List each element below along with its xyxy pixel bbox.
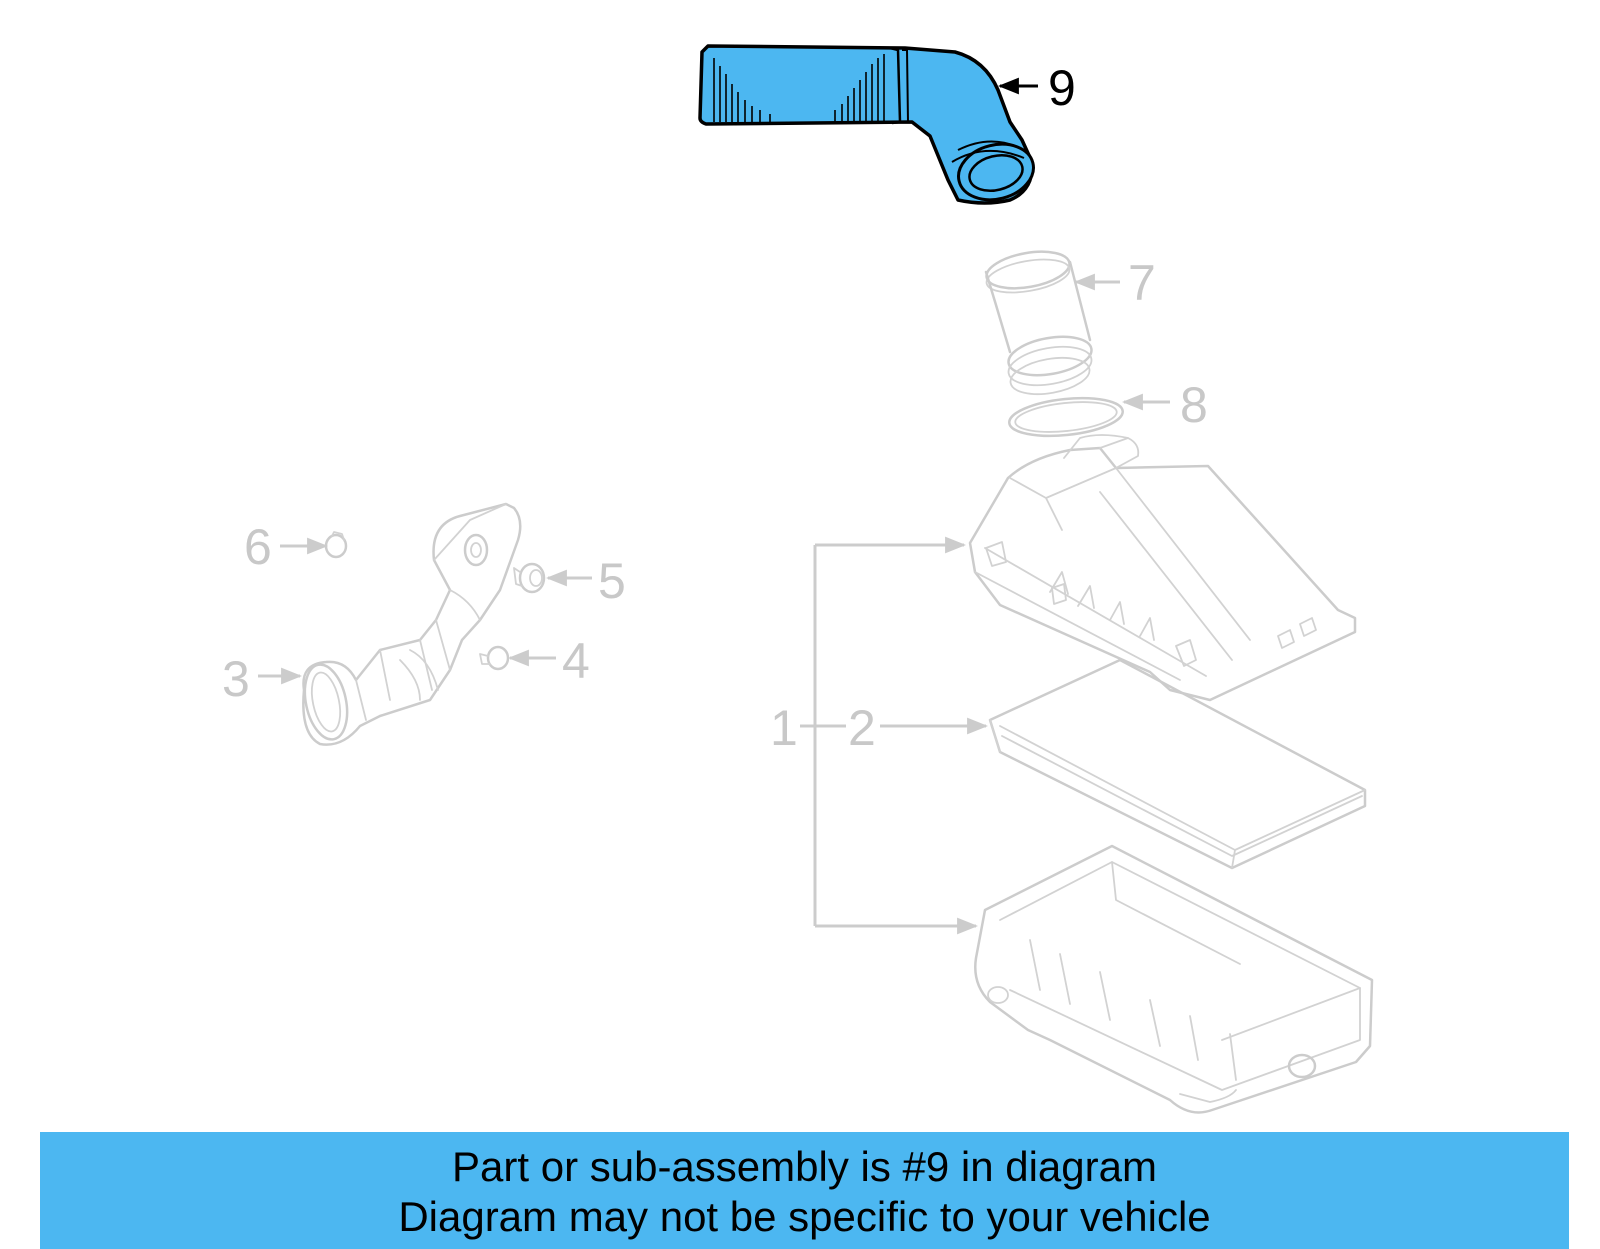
callout-3: 3 [222,651,250,707]
callout-6: 6 [244,519,272,575]
part-8-seal-ring [1008,396,1124,438]
callout-2: 2 [848,700,876,756]
callout-4: 4 [562,633,590,689]
part-3-intake-duct [302,502,522,746]
part-2-air-filter [988,658,1367,870]
air-cleaner-lower-housing [974,844,1374,1114]
banner-line-2: Diagram may not be specific to your vehi… [398,1193,1211,1240]
callout-8: 8 [1180,377,1208,433]
callout-5: 5 [598,553,626,609]
part-5-grommet [513,562,546,594]
air-cleaner-cover [968,434,1357,702]
callout-1: 1 [770,700,798,756]
part-6-fastener [324,531,348,559]
leader-1-bracket [800,536,979,935]
banner-line-1: Part or sub-assembly is #9 in diagram [452,1143,1157,1190]
part-7-duct-tube [984,250,1093,396]
callout-9: 9 [1048,60,1076,116]
part-9-air-intake-hose[interactable] [698,44,1039,207]
part-4-clip [479,645,510,671]
info-banner: Part or sub-assembly is #9 in diagram Di… [40,1132,1569,1249]
callout-7: 7 [1128,255,1156,311]
